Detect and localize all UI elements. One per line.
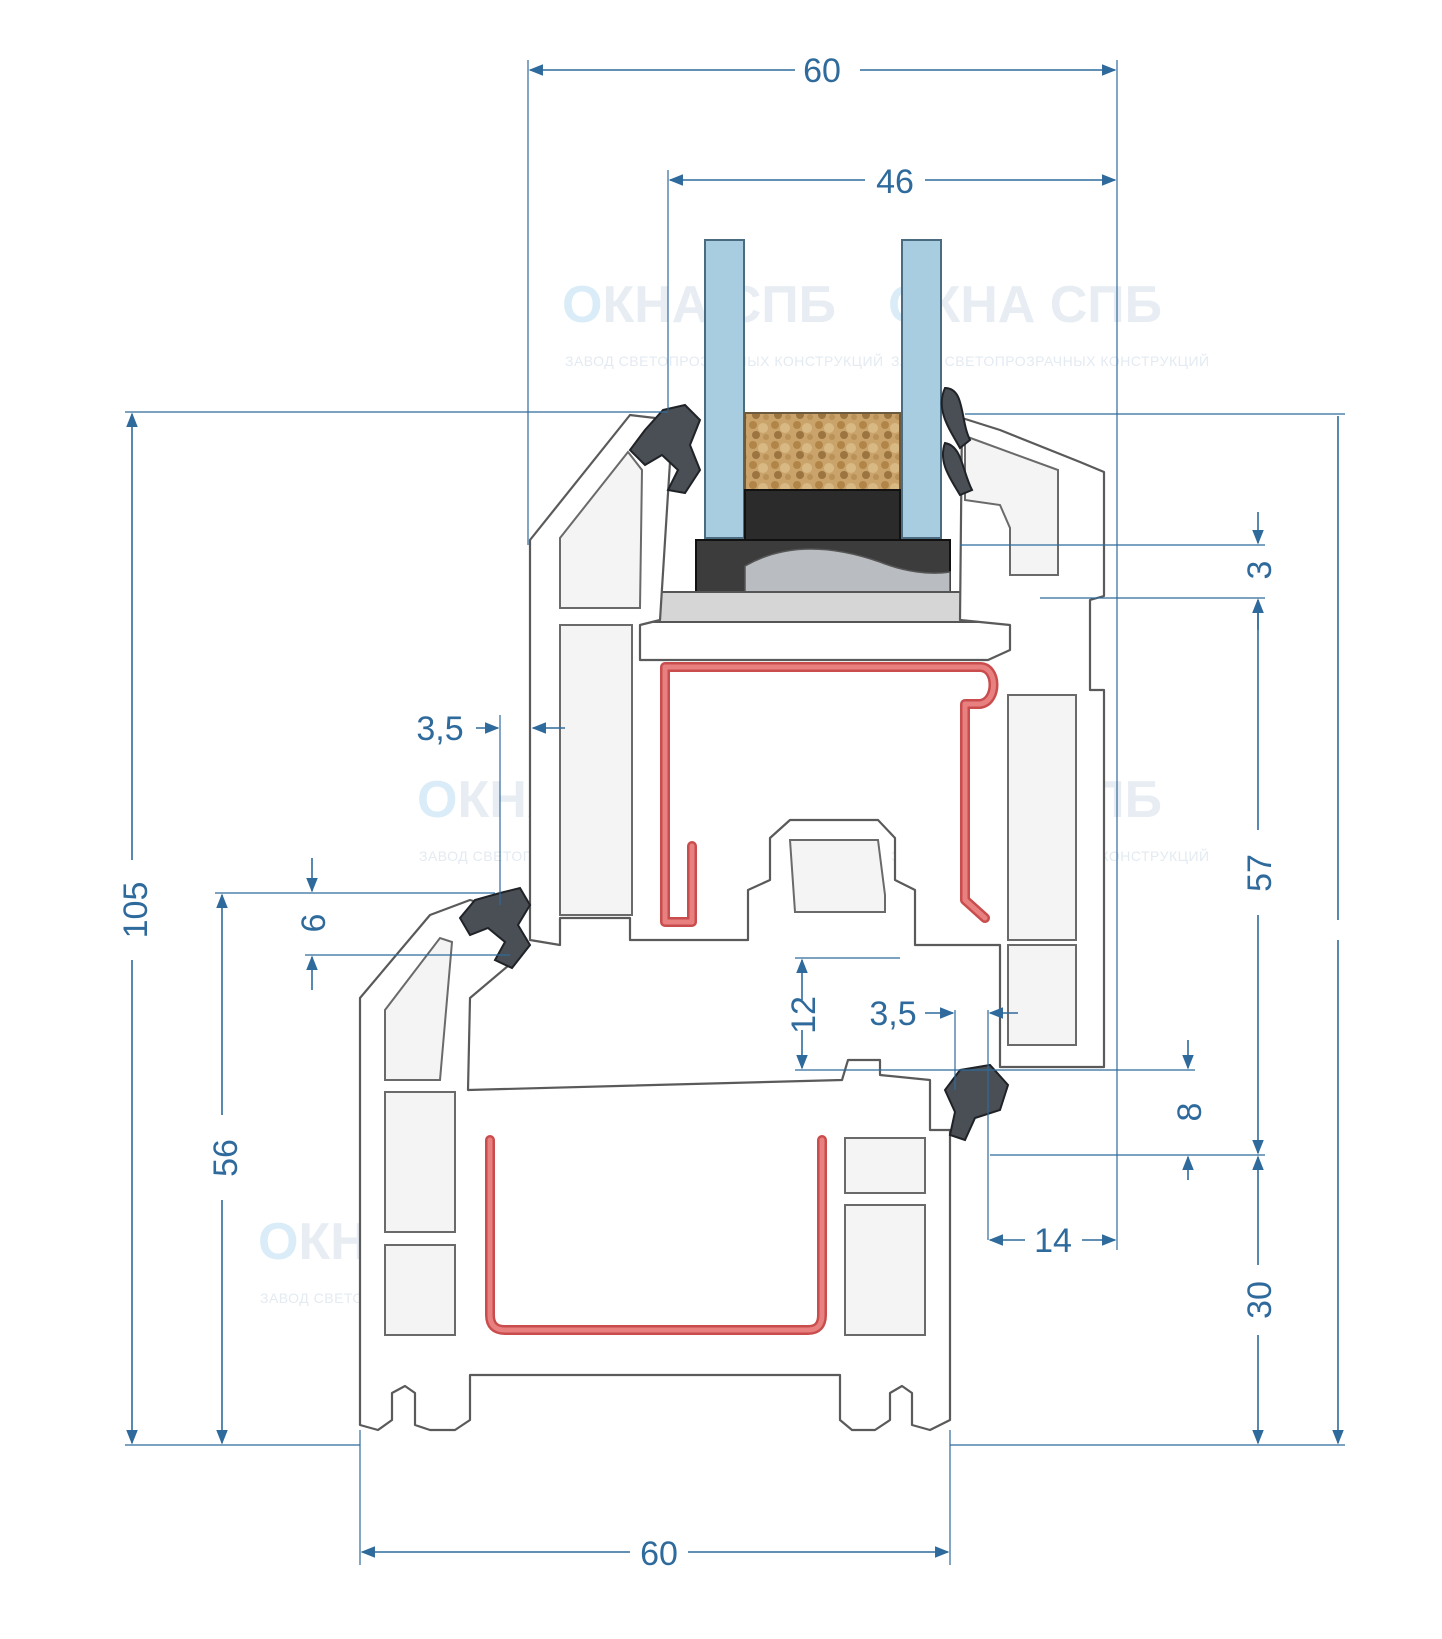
glazing-block <box>744 548 951 593</box>
dimension-lines: 60 46 105 56 3,5 6 12 <box>117 52 1345 1573</box>
frame-chamber-left-lower <box>384 1244 456 1336</box>
dim-top-outer-width: 60 <box>803 52 841 90</box>
sash-chamber-left-lower <box>559 624 633 916</box>
dim-frame-step: 14 <box>1034 1222 1072 1260</box>
glass-pane-outer <box>901 239 942 539</box>
seal-glazing-outer-top <box>940 386 972 450</box>
sash-chamber-left <box>559 450 644 609</box>
frame-chamber-right-lower <box>844 1204 926 1336</box>
seals <box>458 386 1010 1142</box>
frame-outline <box>358 898 952 1432</box>
dim-glazing-width: 46 <box>876 163 914 201</box>
sash-profile <box>528 413 1106 1069</box>
sash-chamber-right-upper <box>1007 694 1077 941</box>
sash-outline <box>528 413 1106 1069</box>
dim-bottom-width: 60 <box>640 1535 678 1573</box>
dim-right-seal-gap: 8 <box>1171 1103 1209 1122</box>
sash-hardware-groove <box>788 839 886 913</box>
frame-chamber-top-left <box>384 936 454 1081</box>
frame-chamber-left-upper <box>384 1091 456 1233</box>
frame-steel-reinforcement <box>485 1135 827 1335</box>
seal-frame-right <box>943 1063 1010 1142</box>
glazing-support-shim <box>648 591 1012 623</box>
dim-rebate-depth: 12 <box>785 996 823 1034</box>
sash-steel-reinforcement <box>660 662 999 927</box>
dim-sash-overlap-top: 3,5 <box>416 710 463 748</box>
dim-sash-overlap-right: 3,5 <box>869 995 916 1033</box>
sealant-block <box>744 489 901 541</box>
sash-chamber-right-lower <box>1007 944 1077 1046</box>
seal-glazing-outer-bottom <box>941 441 974 497</box>
dim-frame-height-right: 30 <box>1241 1281 1279 1319</box>
watermark-tagline: ЗАВОД СВЕТОПРОЗРАЧНЫХ КОНСТРУКЦИЙ <box>891 352 1210 369</box>
seal-frame-top <box>458 886 532 970</box>
dim-right-gap-top: 3 <box>1241 561 1279 580</box>
glazing-unit <box>648 239 1012 623</box>
seal-glazing-inner <box>628 403 702 495</box>
dim-sash-height-right: 57 <box>1241 854 1279 892</box>
dim-left-total-height: 105 <box>117 882 155 939</box>
frame-profile <box>358 898 952 1432</box>
desiccant-spacer <box>744 412 901 491</box>
watermark-top: ОКНА СПБ ЗАВОД СВЕТОПРОЗРАЧНЫХ КОНСТРУКЦ… <box>562 276 1210 369</box>
frame-chamber-right-upper <box>844 1137 926 1194</box>
watermark-brand: ОКНА СПБ <box>562 276 836 334</box>
sash-chamber-top-right <box>964 434 1059 576</box>
dim-seal-gap: 6 <box>295 914 333 933</box>
glass-pane-inner <box>704 239 745 539</box>
dim-frame-height-left: 56 <box>207 1139 245 1177</box>
